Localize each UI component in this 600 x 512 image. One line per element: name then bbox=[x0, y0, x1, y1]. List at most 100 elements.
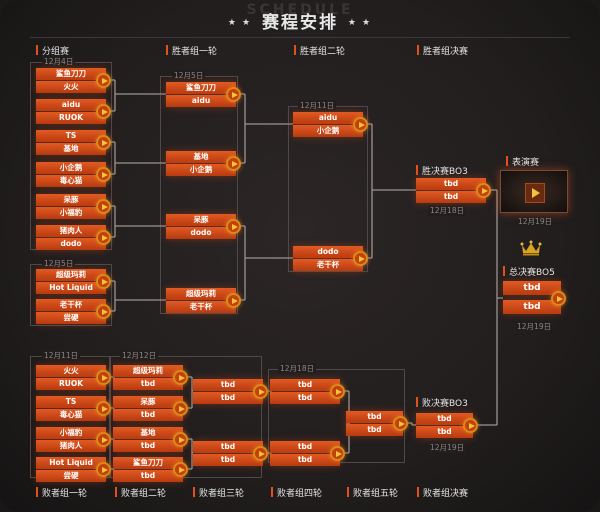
team-slot: 小企鹅 bbox=[293, 125, 363, 137]
section-winners-r2: 胜者组二轮 bbox=[294, 44, 345, 57]
team-slot: 老干杯 bbox=[36, 299, 106, 311]
play-icon[interactable] bbox=[525, 183, 545, 203]
date-label: 12月11日 bbox=[298, 100, 337, 111]
play-icon[interactable] bbox=[96, 274, 111, 289]
team-slot: TS bbox=[36, 130, 106, 142]
play-icon[interactable] bbox=[96, 230, 111, 245]
play-icon[interactable] bbox=[96, 432, 111, 447]
team-slot: tbd bbox=[270, 392, 340, 404]
team-slot: 火火 bbox=[36, 81, 106, 93]
match-group-8[interactable]: 老干杯尝硬 bbox=[36, 299, 111, 325]
play-icon[interactable] bbox=[330, 446, 345, 461]
play-icon[interactable] bbox=[173, 370, 188, 385]
play-icon[interactable] bbox=[476, 183, 491, 198]
play-icon[interactable] bbox=[353, 117, 368, 132]
team-slot: tbd bbox=[346, 424, 403, 436]
section-losers-r3: 败者组三轮 bbox=[193, 486, 244, 499]
match-group-1[interactable]: 鲨鱼刀刀火火 bbox=[36, 68, 111, 94]
play-icon[interactable] bbox=[173, 401, 188, 416]
team-slot: 基地 bbox=[113, 427, 183, 439]
date-label: 12月18日 bbox=[428, 205, 467, 216]
play-icon[interactable] bbox=[393, 416, 408, 431]
play-icon[interactable] bbox=[96, 167, 111, 182]
team-slot: Hot Liquid bbox=[36, 282, 106, 294]
play-icon[interactable] bbox=[253, 446, 268, 461]
play-icon[interactable] bbox=[330, 384, 345, 399]
star-icon: ★ bbox=[242, 18, 253, 28]
team-slot: aidu bbox=[293, 112, 363, 124]
star-icon: ★ bbox=[362, 18, 373, 28]
play-icon[interactable] bbox=[463, 418, 478, 433]
match-wr1-4[interactable]: 超级玛莉老干杯 bbox=[166, 288, 241, 314]
match-wr1-2[interactable]: 基地小企鹅 bbox=[166, 151, 241, 177]
team-slot: 小企鹅 bbox=[36, 162, 106, 174]
play-icon[interactable] bbox=[96, 199, 111, 214]
team-slot: tbd bbox=[416, 178, 486, 190]
play-icon[interactable] bbox=[353, 251, 368, 266]
play-icon[interactable] bbox=[226, 293, 241, 308]
showmatch-video[interactable] bbox=[500, 170, 568, 213]
crown-icon bbox=[520, 240, 542, 256]
play-icon[interactable] bbox=[96, 401, 111, 416]
star-icon: ★ bbox=[347, 18, 358, 28]
date-label: 12月5日 bbox=[42, 258, 76, 269]
match-group-4[interactable]: 小企鹅毒心猫 bbox=[36, 162, 111, 188]
play-icon[interactable] bbox=[96, 462, 111, 477]
connector-line bbox=[111, 141, 166, 175]
connector-line bbox=[111, 280, 166, 312]
match-lr1-3[interactable]: 小福豹猪肉人 bbox=[36, 427, 111, 453]
play-icon[interactable] bbox=[96, 304, 111, 319]
play-icon[interactable] bbox=[96, 73, 111, 88]
play-icon[interactable] bbox=[173, 432, 188, 447]
play-icon[interactable] bbox=[226, 156, 241, 171]
team-slot: 尝硬 bbox=[36, 312, 106, 324]
team-slot: 小企鹅 bbox=[166, 164, 236, 176]
play-icon[interactable] bbox=[226, 87, 241, 102]
team-slot: tbd bbox=[193, 454, 263, 466]
team-slot: tbd bbox=[346, 411, 403, 423]
showmatch-label: 表演赛 bbox=[506, 155, 539, 168]
team-slot: 超级玛莉 bbox=[166, 288, 236, 300]
connector-line bbox=[345, 390, 350, 454]
losers-final-label: 败决赛BO3 bbox=[416, 396, 468, 409]
team-slot: tbd bbox=[113, 470, 183, 482]
connector-line bbox=[188, 438, 193, 470]
date-label: 12月11日 bbox=[42, 350, 81, 361]
play-icon[interactable] bbox=[253, 384, 268, 399]
play-icon[interactable] bbox=[96, 135, 111, 150]
play-icon[interactable] bbox=[96, 104, 111, 119]
team-slot: tbd bbox=[270, 379, 340, 391]
play-icon[interactable] bbox=[226, 219, 241, 234]
team-slot: 呆豚 bbox=[166, 214, 236, 226]
section-losers-r5: 败者组五轮 bbox=[347, 486, 398, 499]
match-group-5[interactable]: 呆豚小福豹 bbox=[36, 194, 111, 220]
play-icon[interactable] bbox=[173, 462, 188, 477]
play-icon[interactable] bbox=[551, 291, 566, 306]
play-icon[interactable] bbox=[96, 370, 111, 385]
team-slot: 呆豚 bbox=[36, 194, 106, 206]
team-slot: tbd bbox=[193, 379, 263, 391]
